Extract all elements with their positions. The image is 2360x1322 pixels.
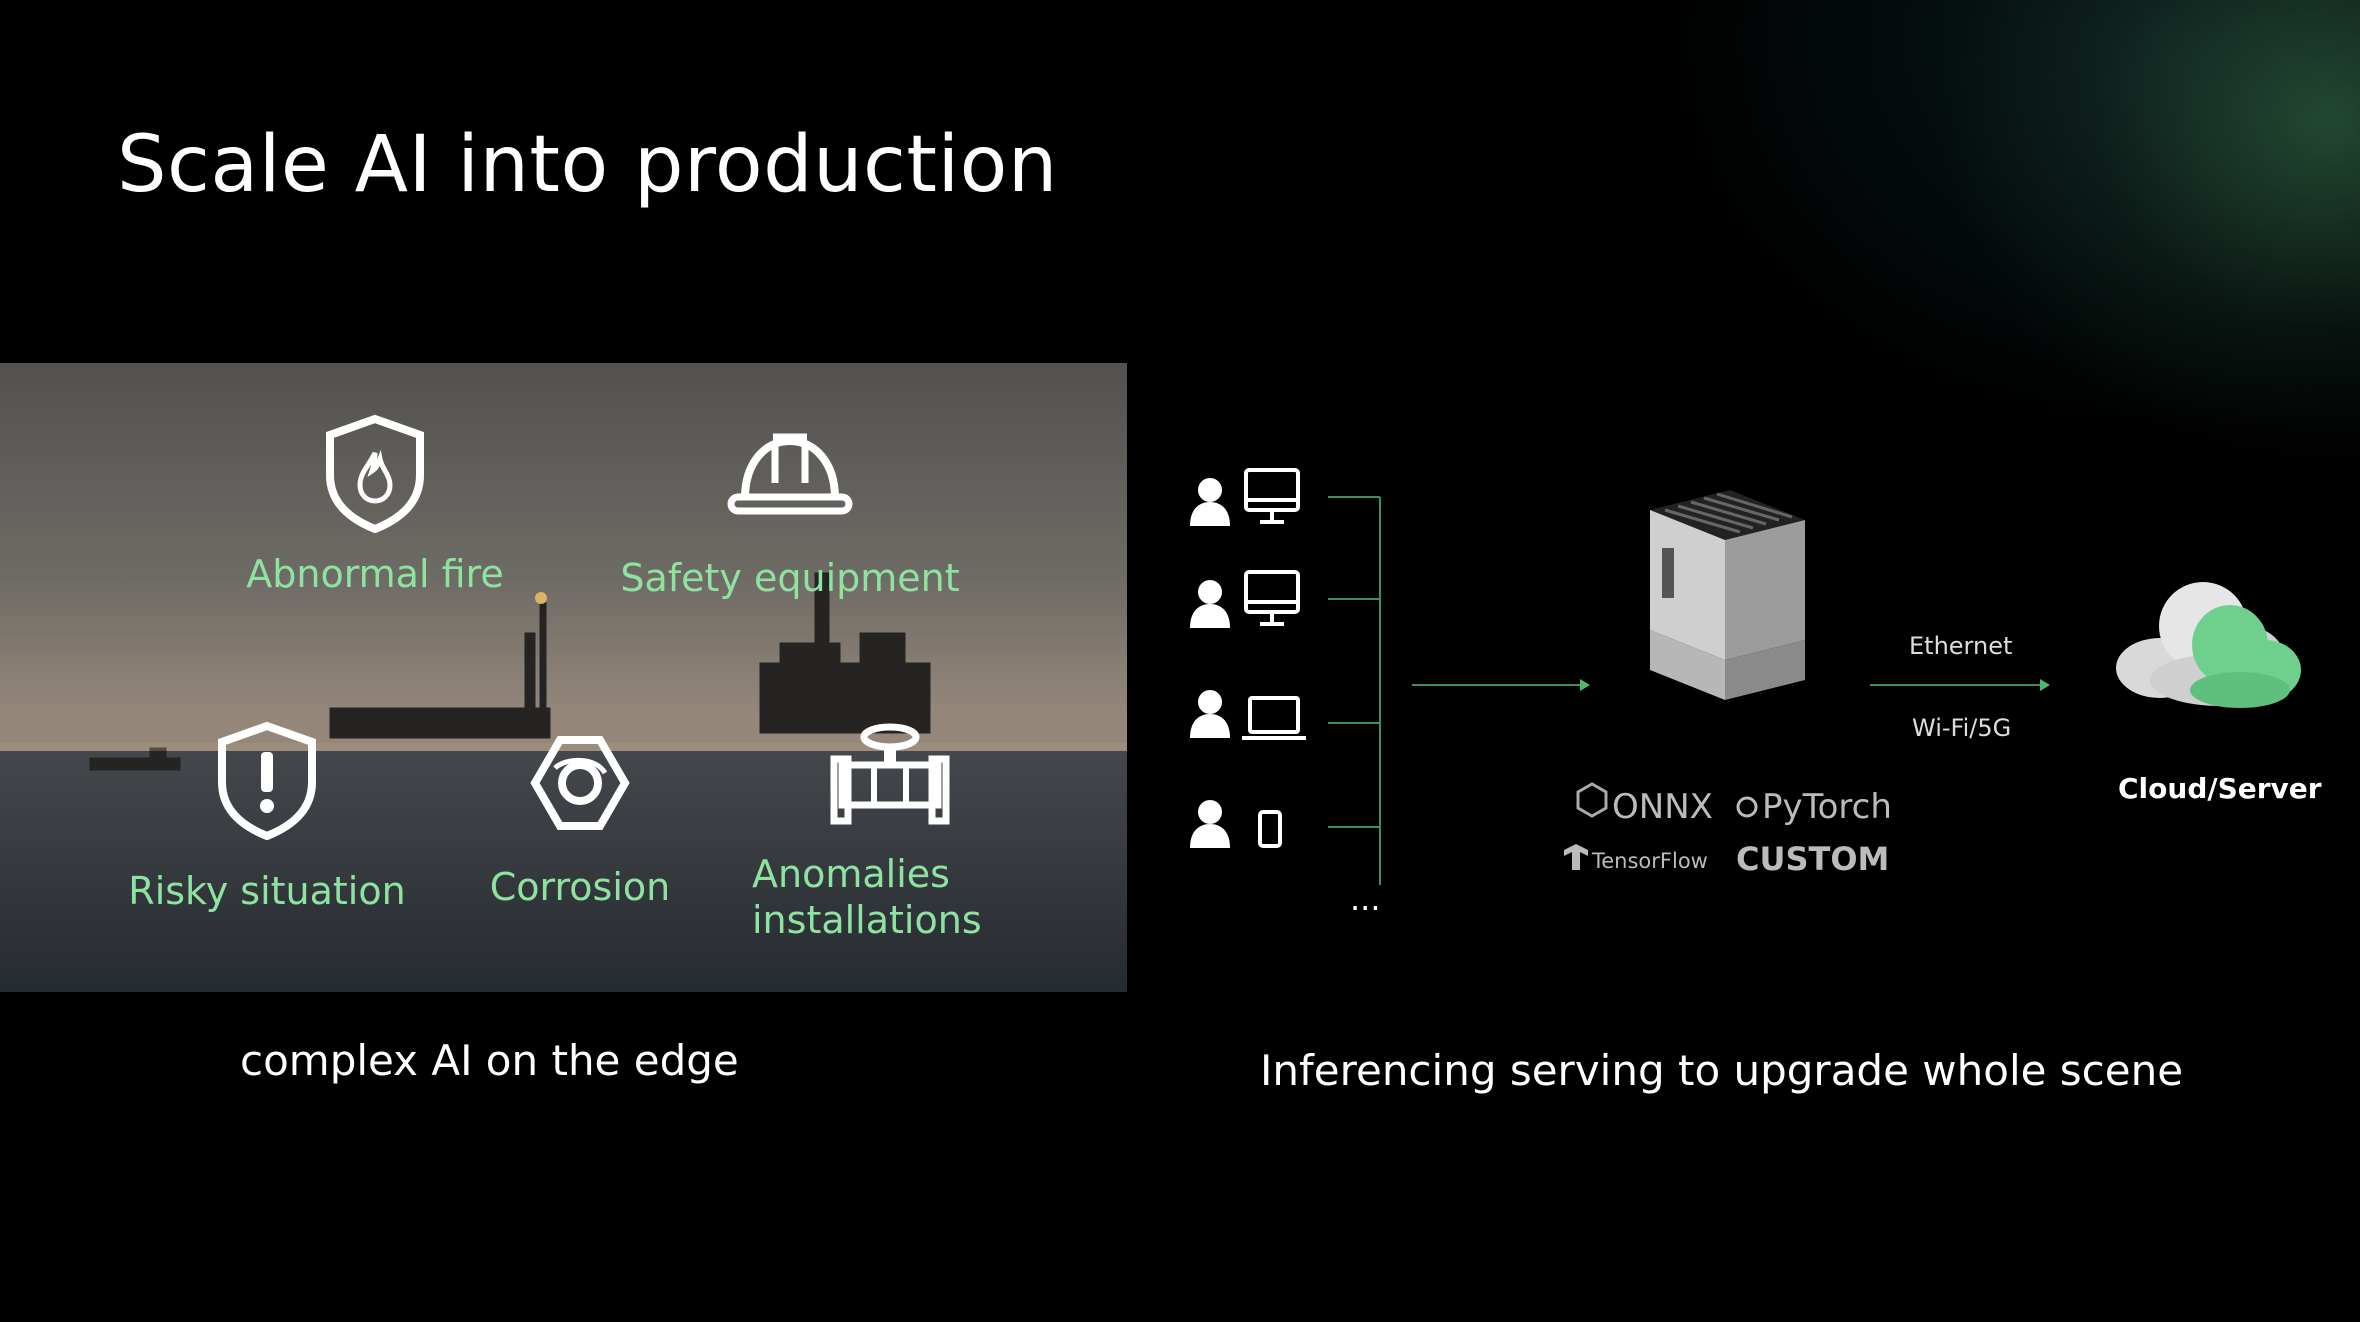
client-row-3 bbox=[1190, 690, 1306, 740]
user-icon bbox=[1190, 580, 1230, 628]
monitor-icon bbox=[1244, 468, 1300, 524]
client-row-1 bbox=[1190, 468, 1300, 526]
tensorflow-label: TensorFlow bbox=[1591, 849, 1708, 873]
use-case-anomalies-installations: Anomalies installations bbox=[750, 723, 1030, 943]
warning-shield-icon bbox=[218, 721, 316, 841]
ethernet-label: Ethernet bbox=[1909, 632, 2012, 660]
onnx-label: ONNX bbox=[1612, 787, 1713, 827]
left-caption: complex AI on the edge bbox=[240, 1036, 739, 1085]
user-icon bbox=[1190, 800, 1230, 848]
anomalies-label-line2: installations bbox=[752, 898, 982, 942]
pipe-valve-icon bbox=[830, 723, 950, 825]
use-case-risky-situation: Risky situation bbox=[112, 720, 422, 914]
user-icon bbox=[1190, 690, 1230, 738]
offshore-scene-image bbox=[0, 363, 1127, 992]
pytorch-logo: PyTorch bbox=[1736, 787, 1892, 827]
arrow-head bbox=[2040, 679, 2050, 691]
shield-fire-icon bbox=[326, 414, 424, 534]
cloud-icon bbox=[2116, 582, 2301, 708]
offshore-photo-panel: Abnormal fire Safety equipment Risky sit… bbox=[0, 363, 1127, 992]
monitor-icon bbox=[1244, 570, 1300, 626]
right-caption: Inferencing serving to upgrade whole sce… bbox=[1260, 1046, 2184, 1095]
corrosion-label: Corrosion bbox=[489, 865, 671, 909]
laptop-icon bbox=[1242, 696, 1306, 740]
device-connectors bbox=[1328, 496, 2040, 885]
client-row-2 bbox=[1190, 570, 1300, 628]
safety-equipment-label: Safety equipment bbox=[620, 556, 960, 600]
risky-situation-label: Risky situation bbox=[128, 869, 406, 913]
inference-diagram: ... Ethernet Wi-Fi/5G bbox=[1190, 468, 2322, 918]
user-icon bbox=[1190, 478, 1230, 526]
client-row-4 bbox=[1190, 800, 1282, 848]
wifi-label: Wi-Fi/5G bbox=[1912, 714, 2011, 742]
phone-icon bbox=[1258, 810, 1282, 848]
arrow-head bbox=[1580, 679, 1590, 691]
abnormal-fire-label: Abnormal fire bbox=[246, 552, 504, 596]
onnx-logo: ONNX bbox=[1576, 782, 1713, 827]
hard-hat-icon bbox=[727, 433, 853, 515]
nut-icon bbox=[530, 736, 630, 830]
slide-title: Scale AI into production bbox=[117, 120, 1058, 210]
edge-server-icon bbox=[1650, 490, 1805, 700]
custom-label: CUSTOM bbox=[1736, 840, 1889, 878]
cloud-server-label: Cloud/Server bbox=[2118, 772, 2322, 805]
pytorch-label: PyTorch bbox=[1762, 787, 1892, 827]
use-case-safety-equipment: Safety equipment bbox=[590, 423, 990, 601]
more-devices-ellipsis: ... bbox=[1350, 880, 1381, 918]
tensorflow-logo: TensorFlow bbox=[1564, 844, 1708, 873]
use-case-corrosion: Corrosion bbox=[465, 728, 695, 910]
anomalies-label-line1: Anomalies bbox=[752, 852, 950, 896]
use-case-abnormal-fire: Abnormal fire bbox=[225, 413, 525, 597]
